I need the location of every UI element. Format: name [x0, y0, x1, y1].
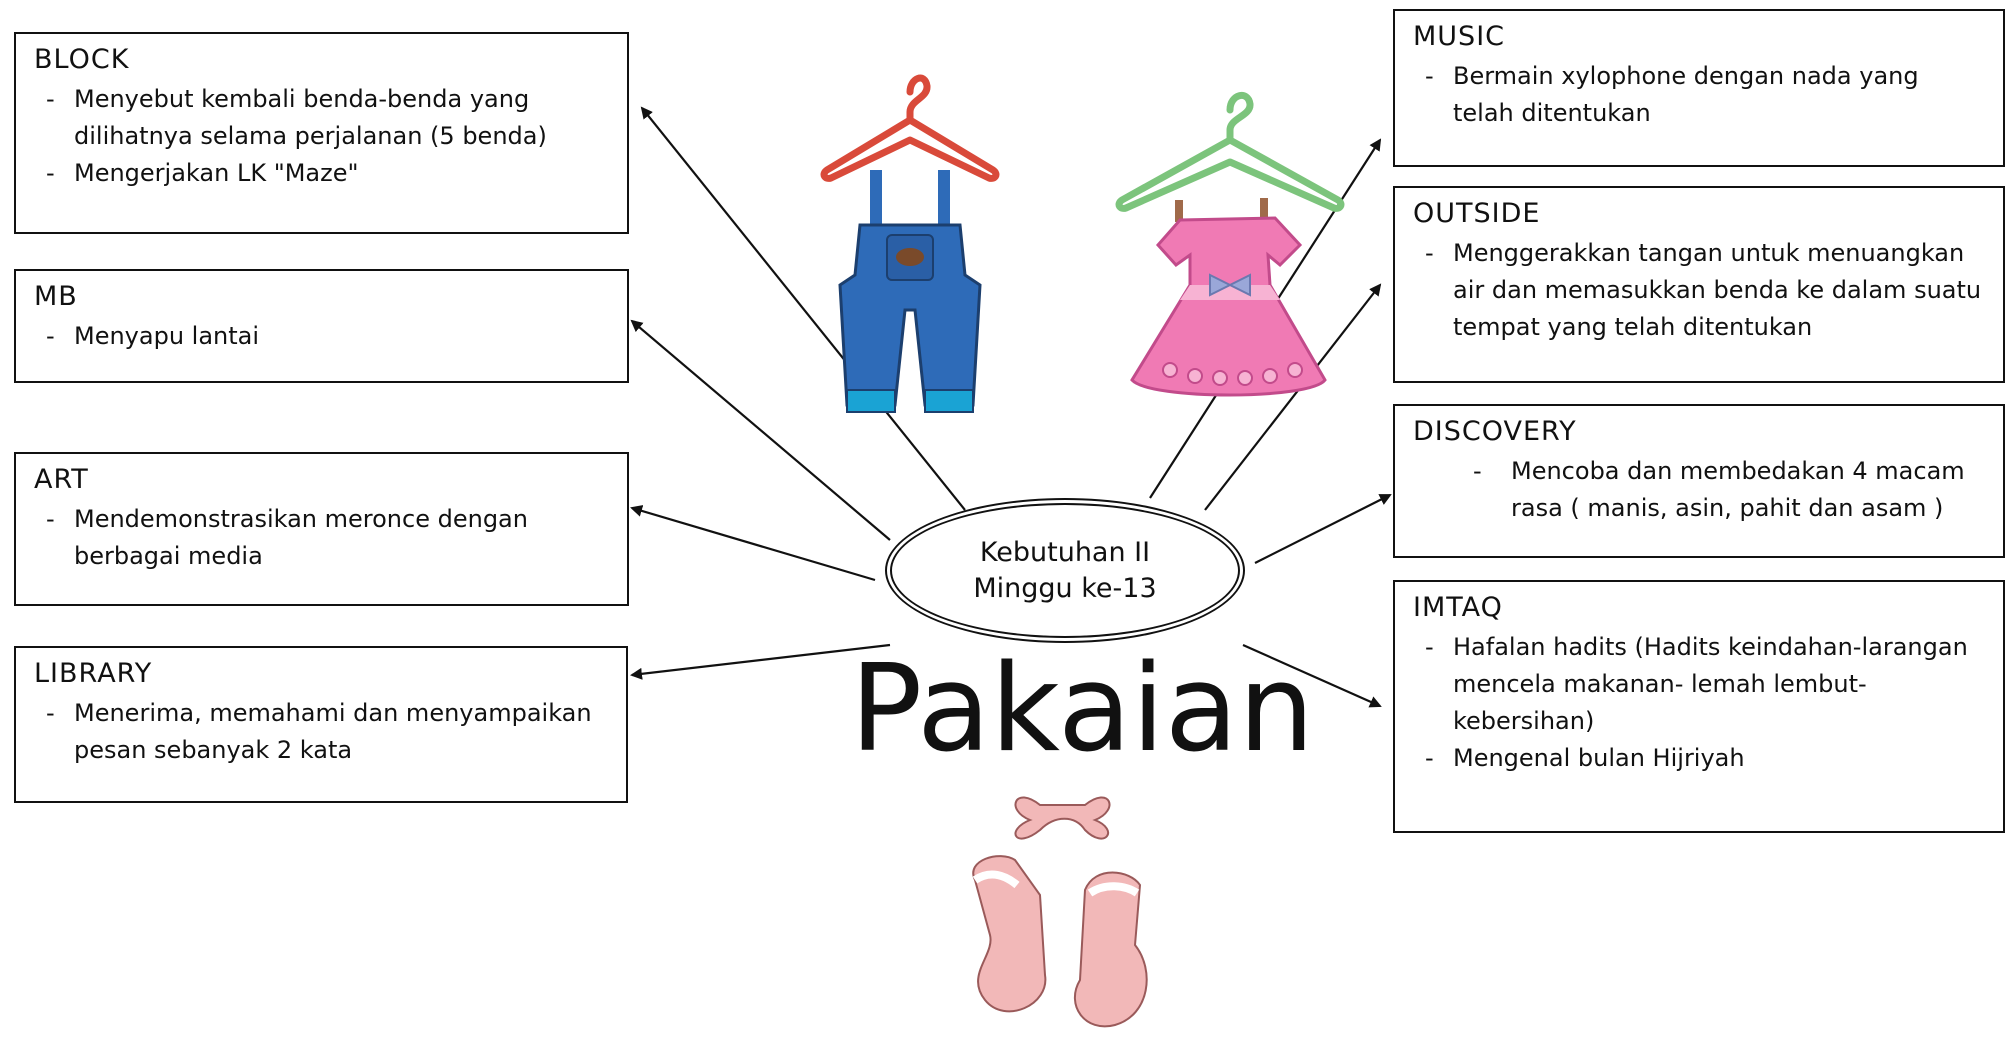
activity-box-art: ART Mendemonstrasikan meronce dengan ber…: [14, 452, 629, 606]
list-item: Mencoba dan membedakan 4 macam rasa ( ma…: [1413, 453, 1985, 527]
arrow-to-outside: [1204, 283, 1382, 511]
arrow-to-art: [630, 505, 876, 582]
center-topic-oval: Kebutuhan II Minggu ke-13: [885, 498, 1245, 643]
list-item: Bermain xylophone dengan nada yang telah…: [1413, 58, 1985, 132]
center-line-2: Minggu ke-13: [973, 572, 1157, 604]
activity-box-library: LIBRARY Menerima, memahami dan menyampai…: [14, 646, 628, 803]
activity-box-mb: MB Menyapu lantai: [14, 269, 629, 383]
activity-box-discovery: DISCOVERY Mencoba dan membedakan 4 macam…: [1393, 404, 2005, 558]
list-item: Hafalan hadits (Hadits keindahan-laranga…: [1413, 629, 1985, 740]
activity-title: IMTAQ: [1413, 592, 1503, 623]
activity-list: Menyebut kembali benda-benda yang diliha…: [34, 81, 609, 192]
activity-title: MB: [34, 281, 78, 312]
activity-list: Bermain xylophone dengan nada yang telah…: [1413, 58, 1985, 132]
activity-title: MUSIC: [1413, 21, 1506, 52]
arrow-to-mb: [630, 319, 891, 541]
list-item: Menerima, memahami dan menyampaikan pesa…: [34, 695, 608, 769]
list-item: Menggerakkan tangan untuk menuangkan air…: [1413, 235, 1985, 346]
list-item: Mengerjakan LK "Maze": [34, 155, 609, 192]
activity-box-block: BLOCK Menyebut kembali benda-benda yang …: [14, 32, 629, 234]
clothes-hanger-icon: [820, 74, 1000, 182]
list-item: Mengenal bulan Hijriyah: [1413, 740, 1985, 777]
activity-box-outside: OUTSIDE Menggerakkan tangan untuk menuan…: [1393, 186, 2005, 383]
topic-title: Pakaian: [850, 640, 1315, 779]
socks-illustration: [972, 796, 1148, 1028]
arrow-to-block: [640, 106, 966, 511]
activity-title: LIBRARY: [34, 658, 153, 689]
activity-title: DISCOVERY: [1413, 416, 1577, 447]
arrow-to-imtaq: [1242, 643, 1382, 708]
activity-title: OUTSIDE: [1413, 198, 1541, 229]
activity-list: Menyapu lantai: [34, 318, 609, 355]
list-item: Menyebut kembali benda-benda yang diliha…: [34, 81, 609, 155]
center-line-1: Kebutuhan II: [979, 536, 1151, 568]
list-item: Menyapu lantai: [34, 318, 609, 355]
activity-list: Menerima, memahami dan menyampaikan pesa…: [34, 695, 608, 769]
dress-illustration: [1115, 92, 1345, 397]
list-item: Mendemonstrasikan meronce dengan berbaga…: [34, 501, 609, 575]
activity-title: BLOCK: [34, 44, 130, 75]
arrow-to-discovery: [1254, 494, 1392, 564]
activity-list: Mendemonstrasikan meronce dengan berbaga…: [34, 501, 609, 575]
activity-title: ART: [34, 464, 89, 495]
activity-list: Menggerakkan tangan untuk menuangkan air…: [1413, 235, 1985, 346]
overalls-illustration: [820, 74, 1000, 413]
arrow-to-library: [630, 643, 891, 680]
activity-list: Mencoba dan membedakan 4 macam rasa ( ma…: [1413, 453, 1985, 527]
activity-box-imtaq: IMTAQ Hafalan hadits (Hadits keindahan-l…: [1393, 580, 2005, 833]
activity-box-music: MUSIC Bermain xylophone dengan nada yang…: [1393, 9, 2005, 167]
activity-list: Hafalan hadits (Hadits keindahan-laranga…: [1413, 629, 1985, 777]
